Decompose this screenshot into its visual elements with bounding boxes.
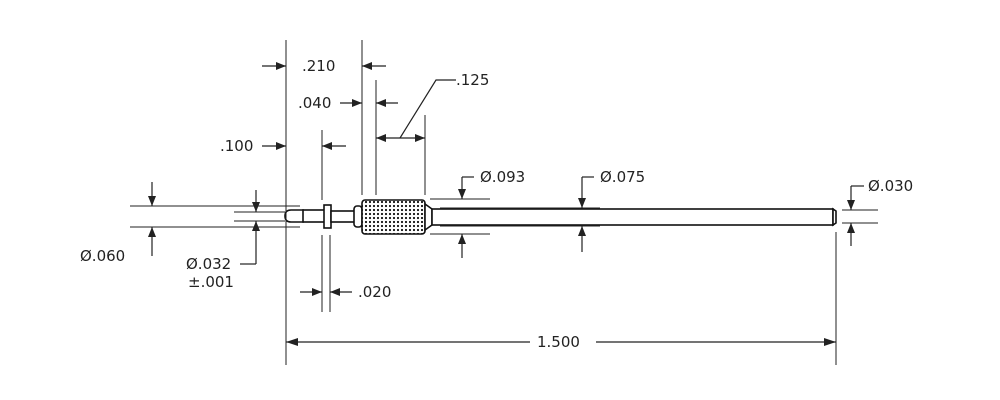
dim-210-label: .210 <box>302 57 335 75</box>
collar <box>323 204 332 229</box>
pin-tip <box>284 209 304 223</box>
plunger-shaft <box>302 209 326 223</box>
dim-125-label: .125 <box>456 71 489 89</box>
dimension-labels: .210 .125 .040 .100 Ø.093 Ø.075 Ø.030 Ø.… <box>80 57 913 351</box>
barrel <box>431 208 834 226</box>
neck <box>330 210 356 223</box>
tolerance-032-label: ±.001 <box>188 273 234 291</box>
dimension-lines <box>148 62 864 346</box>
dia-060-label: Ø.060 <box>80 247 125 265</box>
extension-lines <box>130 40 878 365</box>
dim-100-label: .100 <box>220 137 253 155</box>
knurled-body <box>361 199 426 235</box>
dia-093-label: Ø.093 <box>480 168 525 186</box>
dim-1500-label: 1.500 <box>537 333 580 351</box>
dia-032-label: Ø.032 <box>186 255 231 273</box>
dia-075-label: Ø.075 <box>600 168 645 186</box>
dia-030-label: Ø.030 <box>868 177 913 195</box>
dim-020-label: .020 <box>358 283 391 301</box>
shoulder <box>353 205 363 228</box>
pin-part <box>284 199 837 235</box>
body-taper <box>424 202 433 232</box>
tail <box>832 207 837 227</box>
dim-040-label: .040 <box>298 94 331 112</box>
